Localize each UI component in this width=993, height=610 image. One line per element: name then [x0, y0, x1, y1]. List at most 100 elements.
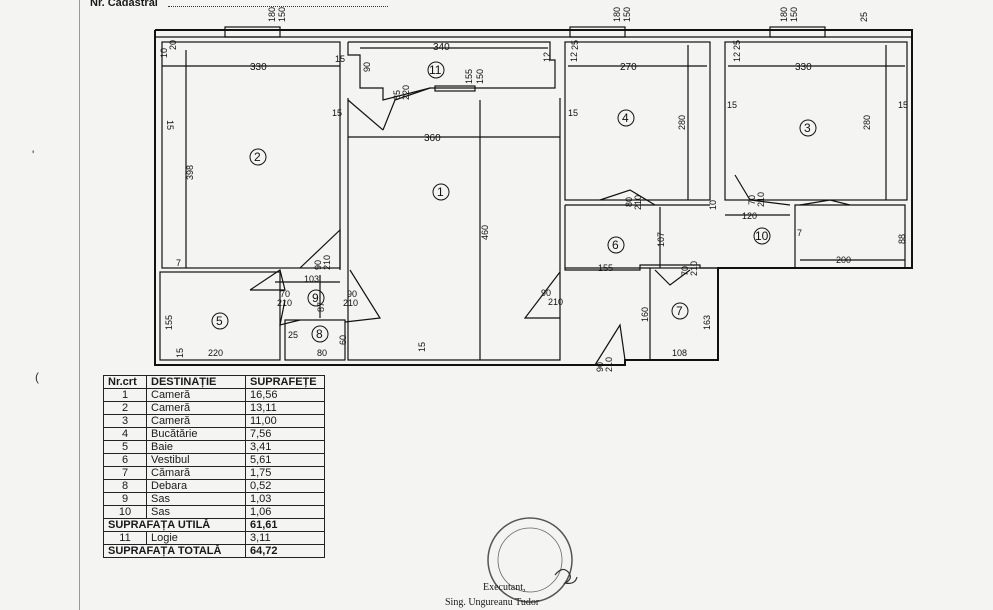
dim-r4-15: 15 [568, 108, 578, 118]
dim-r11-door-a: 85 [392, 90, 402, 100]
cell-surf: 3,11 [245, 531, 325, 545]
executant-label: Executant, [483, 582, 526, 593]
room-number-4: 4 [622, 111, 629, 125]
signature-scribble [554, 568, 578, 584]
cell-dest: Cameră [146, 388, 246, 402]
official-stamp [487, 517, 578, 603]
room-number-9: 9 [312, 291, 319, 305]
dim-r11-door-b: 220 [401, 85, 411, 100]
dim-r2-15a: 15 [335, 54, 345, 64]
dim-r3-12: 12 [732, 52, 742, 62]
room-number-10: 10 [755, 229, 769, 243]
cell-surf: 5,61 [245, 453, 325, 467]
header-nr: Nr.crt [103, 375, 147, 389]
room-number-11: 11 [429, 63, 442, 77]
header-destinatie: DESTINAȚIE [146, 375, 246, 389]
cell-dest: Debara [146, 479, 246, 493]
dim-r6-155: 155 [598, 263, 613, 273]
cell-nr: 4 [103, 427, 147, 441]
dim-top2a: 180 [612, 7, 622, 22]
cadastral-line [168, 6, 388, 7]
dim-r8-60: 60 [338, 335, 348, 345]
dim-r4-h: 280 [677, 115, 687, 130]
dim-r4-door-a: 80 [624, 197, 634, 207]
cell-dest: Baie [146, 440, 246, 454]
cell-surf: 1,75 [245, 466, 325, 480]
util-value: 61,61 [245, 518, 325, 532]
dim-r11-12: 12 [542, 52, 552, 62]
dim-r11-win-a: 155 [464, 69, 474, 84]
dim-r2-w: 330 [250, 62, 267, 73]
dim-top1b: 150 [277, 7, 287, 22]
dim-entry-a: 90 [595, 362, 605, 372]
dim-r9-87: 87 [316, 302, 326, 312]
dim-r2-h: 398 [185, 165, 195, 180]
cell-dest: Cămară [146, 466, 246, 480]
dim-r1-15: 15 [417, 342, 427, 352]
dim-r9-d3a: 90 [347, 289, 357, 299]
dim-r9-d2a: 70 [280, 289, 290, 299]
room-number-2: 2 [254, 150, 261, 164]
dim-r8-80: 80 [317, 348, 327, 358]
dim-r10-200: 200 [836, 255, 851, 265]
dim-r11-90: 90 [362, 62, 372, 72]
dim-r9-103: 103 [304, 274, 319, 284]
cell-dest: Bucătărie [146, 427, 246, 441]
dim-r1-w: 360 [424, 133, 441, 144]
dim-r5-155: 155 [164, 315, 174, 330]
margin-mark: ( [35, 370, 39, 384]
dim-top2b: 150 [622, 7, 632, 22]
cell-nr: 10 [103, 505, 147, 519]
dim-r1-h: 460 [480, 225, 490, 240]
cell-dest: Cameră [146, 401, 246, 415]
dim-r11-win-b: 150 [475, 69, 485, 84]
cell-surf: 3,41 [245, 440, 325, 454]
cell-dest: Logie [146, 531, 246, 545]
dim-r7-108: 108 [672, 348, 687, 358]
left-margin-line [79, 0, 80, 610]
dim-r8-25: 25 [288, 330, 298, 340]
dim-r2-15b: 15 [165, 120, 175, 130]
total-label: SUPRAFAȚA TOTALĂ [103, 544, 246, 558]
cell-dest: Cameră [146, 414, 246, 428]
dim-r6-door-b: 210 [689, 261, 699, 276]
cell-surf: 7,56 [245, 427, 325, 441]
dim-r10-w: 120 [742, 211, 757, 221]
dim-r2-20: 20 [168, 40, 178, 50]
room-number-6: 6 [612, 238, 619, 252]
cell-nr: 8 [103, 479, 147, 493]
cell-surf: 11,00 [245, 414, 325, 428]
cell-dest: Vestibul [146, 453, 246, 467]
cell-dest: Sas [146, 505, 246, 519]
room-number-5: 5 [216, 314, 223, 328]
cell-surf: 0,52 [245, 479, 325, 493]
dim-entry-b: 210 [604, 357, 614, 372]
util-label: SUPRAFAȚA UTILĂ [103, 518, 246, 532]
dim-top3a: 180 [779, 7, 789, 22]
cell-nr: 9 [103, 492, 147, 506]
dim-r1-door-b: 210 [548, 297, 563, 307]
cell-nr: 11 [103, 531, 147, 545]
dim-r4-door-b: 210 [633, 195, 643, 210]
dim-r3-25: 25 [732, 40, 742, 50]
dim-r4-12: 12 [569, 52, 579, 62]
dim-r3-15a: 15 [727, 100, 737, 110]
dim-r9-d1b: 210 [322, 255, 332, 270]
dim-top1a: 180 [267, 7, 277, 22]
dim-r10-88: 88 [897, 234, 907, 244]
dim-top-25: 25 [859, 12, 869, 22]
dim-r2-10: 10 [159, 48, 169, 58]
room-number-3: 3 [804, 121, 811, 135]
signer-name: Sing. Ungureanu Tudor [445, 597, 540, 608]
table-header-row: Nr.crt DESTINAȚIE SUPRAFEȚE [103, 375, 325, 389]
room-number-8: 8 [316, 327, 323, 341]
